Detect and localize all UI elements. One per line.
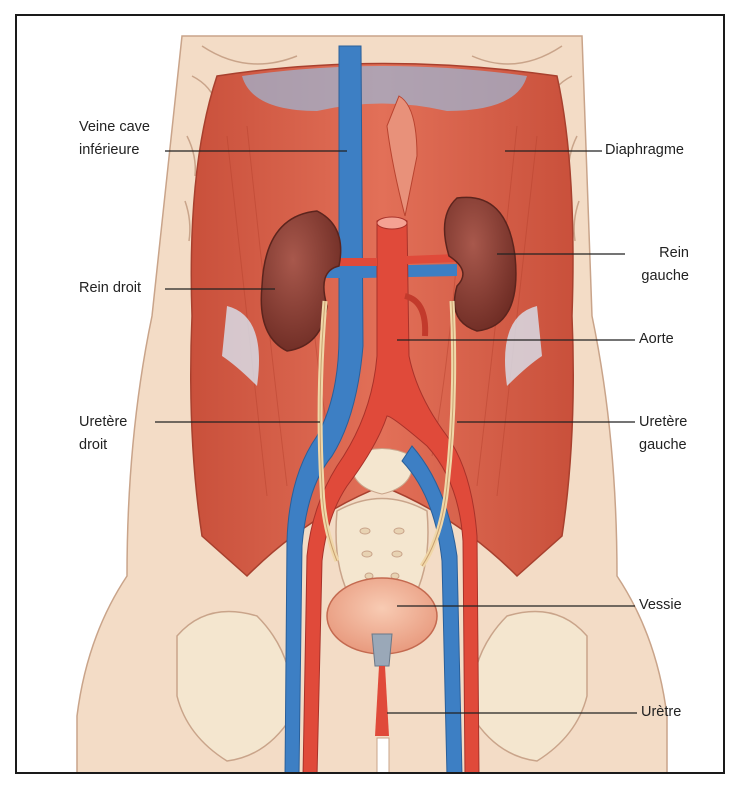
label-rein-droit: Rein droit <box>79 277 141 300</box>
label-uretere-gauche: Uretère gauche <box>639 411 687 457</box>
renal-vein-left <box>361 264 457 278</box>
label-vessie: Vessie <box>639 594 682 617</box>
label-uretere-droit: Uretère droit <box>79 411 127 457</box>
label-veine-cave: Veine cave inférieure <box>79 116 150 162</box>
bladder-neck <box>372 634 392 666</box>
label-aorte: Aorte <box>639 328 674 351</box>
aorta-top <box>377 217 407 229</box>
figure-frame: Veine cave inférieure Diaphragme Rein dr… <box>15 14 725 774</box>
urethra-opening <box>377 738 389 774</box>
label-diaphragme: Diaphragme <box>605 139 684 162</box>
label-uretre: Urètre <box>641 701 681 724</box>
label-rein-gauche: Rein gauche <box>629 242 689 288</box>
